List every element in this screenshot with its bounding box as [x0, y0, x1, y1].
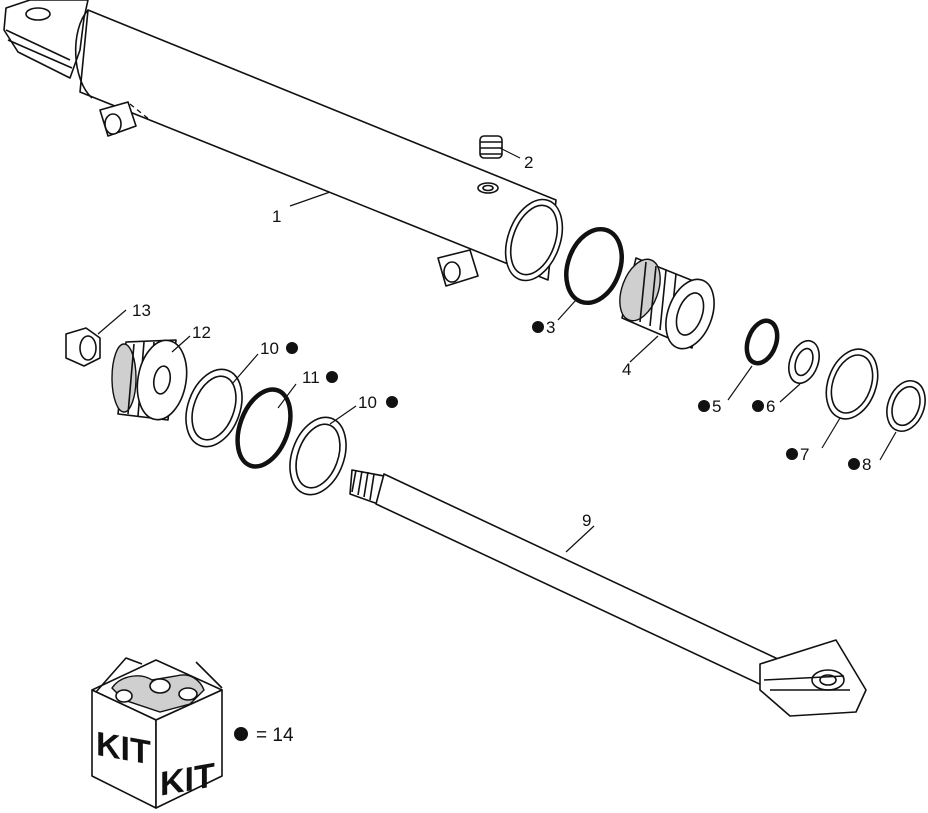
- hex-nut: [65, 327, 101, 367]
- callout-1: 1: [272, 207, 281, 226]
- callout-13: 13: [132, 301, 151, 320]
- callout-2: 2: [524, 153, 533, 172]
- kit-marker-10-left: [286, 342, 298, 354]
- kit-marker-3: [532, 321, 544, 333]
- callout-11: 11: [302, 368, 320, 387]
- kit-legend-marker: [234, 727, 248, 741]
- kit-marker-5: [698, 400, 710, 412]
- o-ring-piston: [235, 387, 293, 469]
- callout-10-right: 10: [358, 393, 377, 412]
- piston-rod: [349, 469, 867, 717]
- callout-5: 5: [712, 397, 721, 416]
- kit-marker-10-right: [386, 396, 398, 408]
- kit-marker-6: [752, 400, 764, 412]
- kit-marker-7: [786, 448, 798, 460]
- callout-labels: 1 2 3 4 5 6 7 8 9 10 11 10 12 13: [132, 153, 871, 530]
- piston-gland: [619, 257, 715, 350]
- callout-8: 8: [862, 455, 871, 474]
- wiper-ring: [886, 380, 926, 432]
- kit-legend-text: = 14: [256, 725, 294, 746]
- callout-3: 3: [546, 318, 555, 337]
- bleed-plug: [479, 135, 503, 159]
- backup-washer: [788, 339, 820, 385]
- kit-marker-8: [848, 458, 860, 470]
- callout-10-left: 10: [260, 339, 279, 358]
- o-ring-large: [564, 226, 624, 306]
- callout-6: 6: [766, 397, 775, 416]
- backup-ring-left: [185, 368, 243, 448]
- backup-ring-right: [289, 416, 347, 496]
- kit-box-icon: KIT KIT: [91, 657, 223, 809]
- seal-ring: [825, 348, 879, 420]
- callout-7: 7: [800, 445, 809, 464]
- callout-12: 12: [192, 323, 211, 342]
- callout-9: 9: [582, 511, 591, 530]
- piston: [111, 339, 188, 421]
- callout-4: 4: [622, 360, 631, 379]
- kit-marker-11: [326, 371, 338, 383]
- cylinder-barrel: [3, 0, 564, 287]
- leader-lines: [97, 147, 897, 553]
- o-ring-small: [744, 318, 780, 366]
